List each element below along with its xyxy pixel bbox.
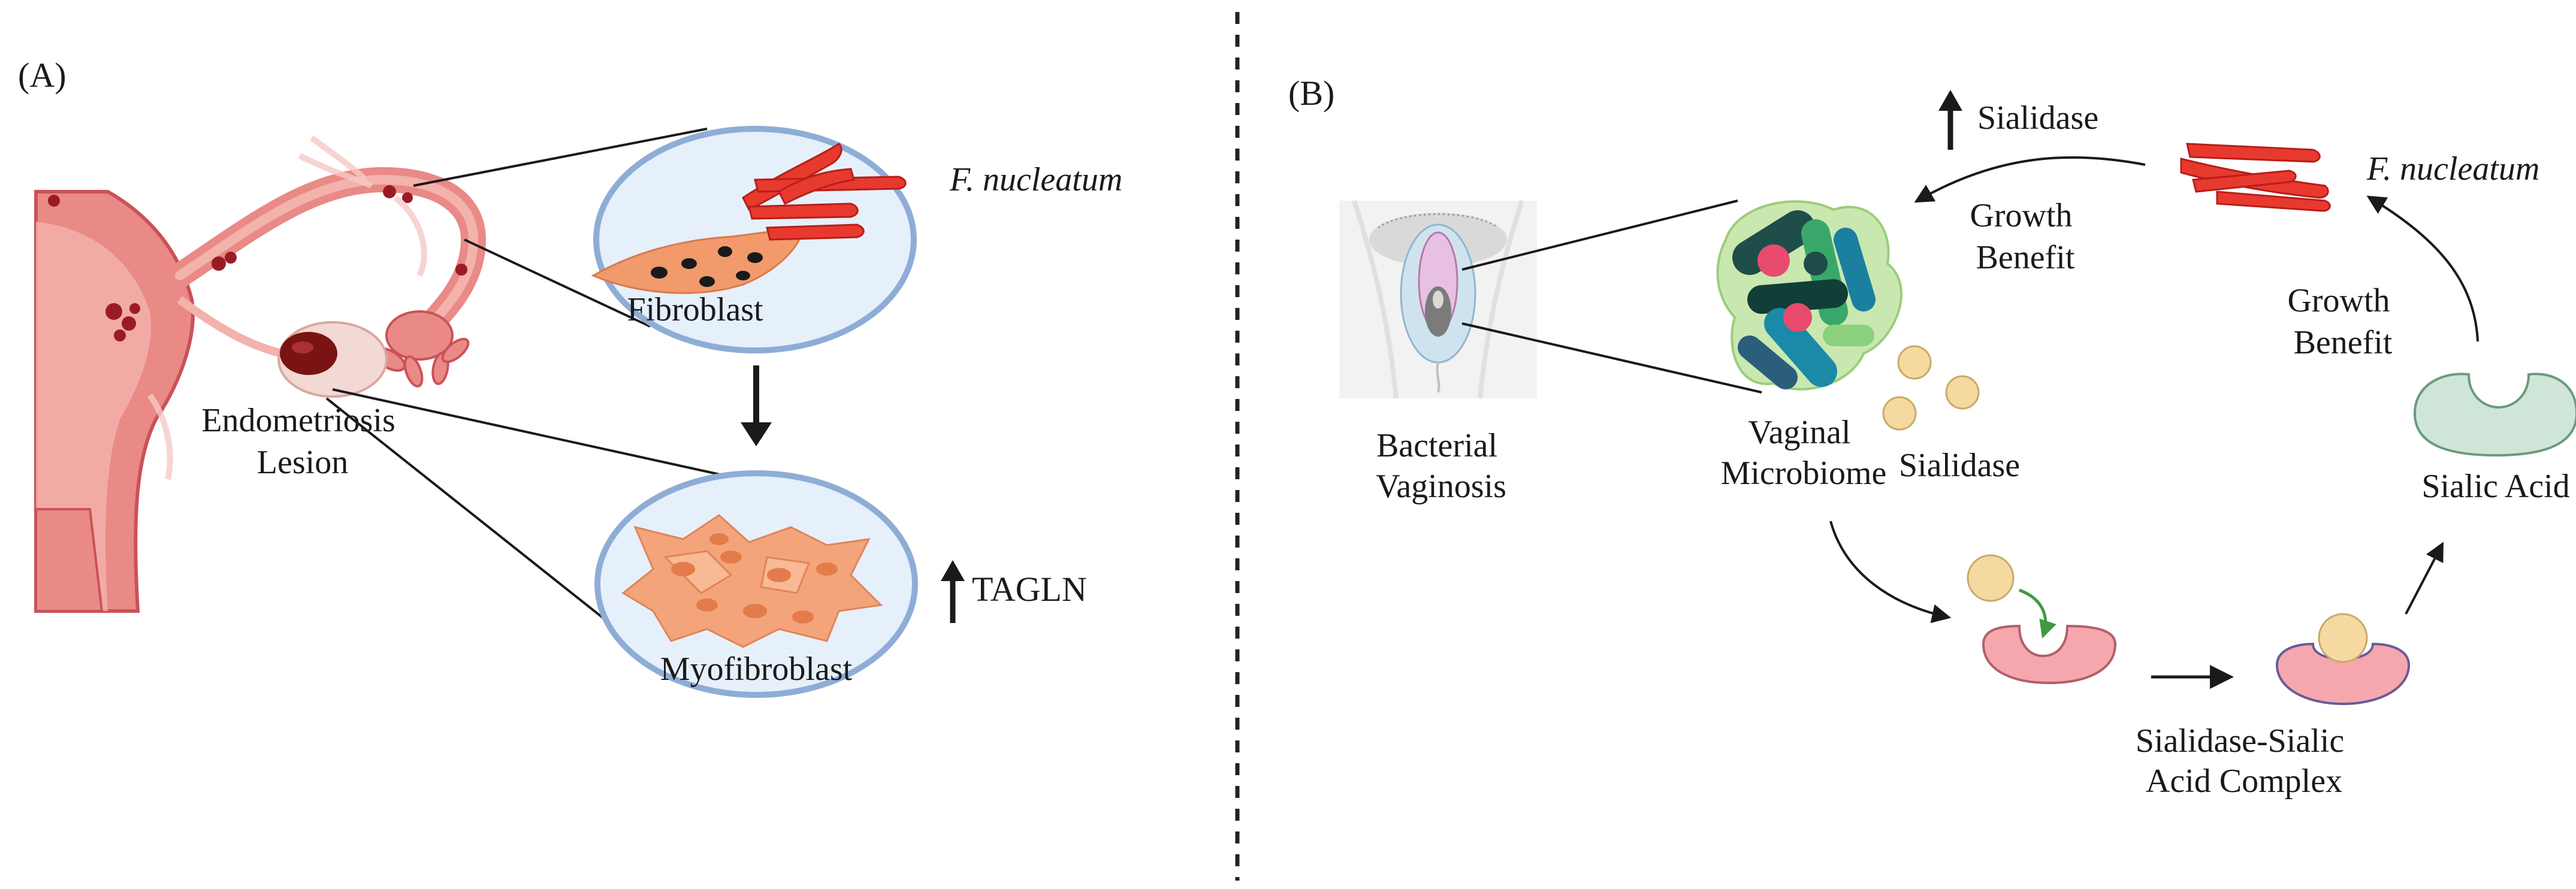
tagln-label: TAGLN — [972, 570, 1087, 609]
endometriosis-lesion — [280, 332, 337, 375]
myofibroblast-label: Myofibroblast — [660, 651, 853, 688]
tagln-up-arrow — [941, 560, 965, 623]
sialidase-sialic-acid-complex — [2275, 613, 2411, 706]
sialidase-enzymes — [1882, 345, 1980, 431]
bv-illustration — [1339, 199, 1537, 399]
growth-benefit-top-label: Growth Benefit — [1970, 197, 2080, 276]
zoom-lines-a — [325, 128, 729, 654]
panel-a-label: (A) — [18, 56, 67, 95]
uterus-illustration — [34, 135, 487, 613]
sialidase-up-label: Sialidase — [1977, 99, 2098, 137]
myofibroblast-cells — [621, 514, 883, 648]
panel-b-label: (B) — [1288, 74, 1334, 113]
sialidase-up-arrow — [1938, 90, 1962, 150]
f-nucleatum-rods-b — [2180, 143, 2331, 212]
zoom-lines-b — [1461, 199, 1762, 394]
sialic-acid-receptor — [2413, 373, 2576, 457]
complex-label: Sialidase-Sialic Acid Complex — [2136, 722, 2352, 800]
f-nucleatum-rods-a — [742, 143, 907, 241]
f-nucleatum-label-a: F. nucleatum — [949, 161, 1122, 198]
panel-b: (B) Bacterial Vaginosis — [1288, 74, 2576, 800]
binding-step — [1967, 554, 2117, 685]
microbiome-label: Vaginal Microbiome — [1721, 414, 1887, 492]
f-nucleatum-label-b: F. nucleatum — [2366, 150, 2539, 188]
transition-arrow-down — [741, 365, 772, 446]
growth-benefit-arrow-right — [2366, 195, 2479, 342]
microbiome-cluster — [1716, 200, 1902, 391]
sialic-acid-label: Sialic Acid — [2421, 468, 2569, 505]
sialidase-label: Sialidase — [1899, 447, 2020, 484]
lesion-label: Endometriosis Lesion — [201, 402, 404, 481]
growth-benefit-arrow-top — [1914, 156, 2146, 203]
myofibroblast-circle — [594, 470, 918, 698]
complex-to-sialic-acid-arrow — [2405, 542, 2444, 615]
panel-a: (A) — [18, 56, 1122, 698]
fibroblast-circle — [591, 126, 917, 353]
bv-label: Bacterial Vaginosis — [1376, 427, 1506, 505]
fimbriae — [373, 310, 470, 388]
microbiome-to-binding-arrow — [1829, 521, 1952, 624]
fibroblast-label: Fibroblast — [627, 291, 763, 328]
growth-benefit-right-label: Growth Benefit — [2287, 282, 2398, 361]
